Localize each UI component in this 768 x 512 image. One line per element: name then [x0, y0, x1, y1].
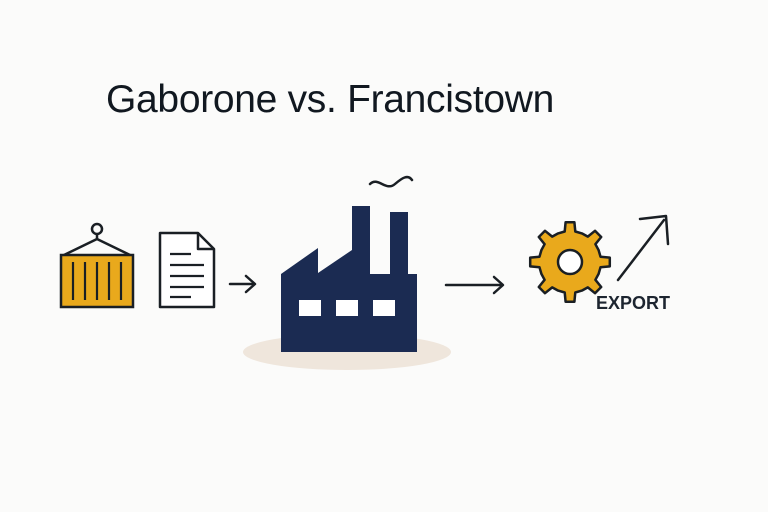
factory-icon [243, 175, 451, 370]
page-title: Gaborone vs. Francistown [106, 78, 555, 121]
arrow-right-icon [228, 274, 257, 294]
document-icon [158, 231, 216, 309]
growth-arrow-icon [616, 214, 670, 282]
arrow-right-icon [444, 275, 505, 295]
export-label: EXPORT [596, 293, 671, 313]
gear-hole [556, 248, 584, 276]
gear-icon [528, 220, 612, 304]
shipping-container-icon [59, 222, 135, 309]
smoke-icon [368, 175, 414, 188]
